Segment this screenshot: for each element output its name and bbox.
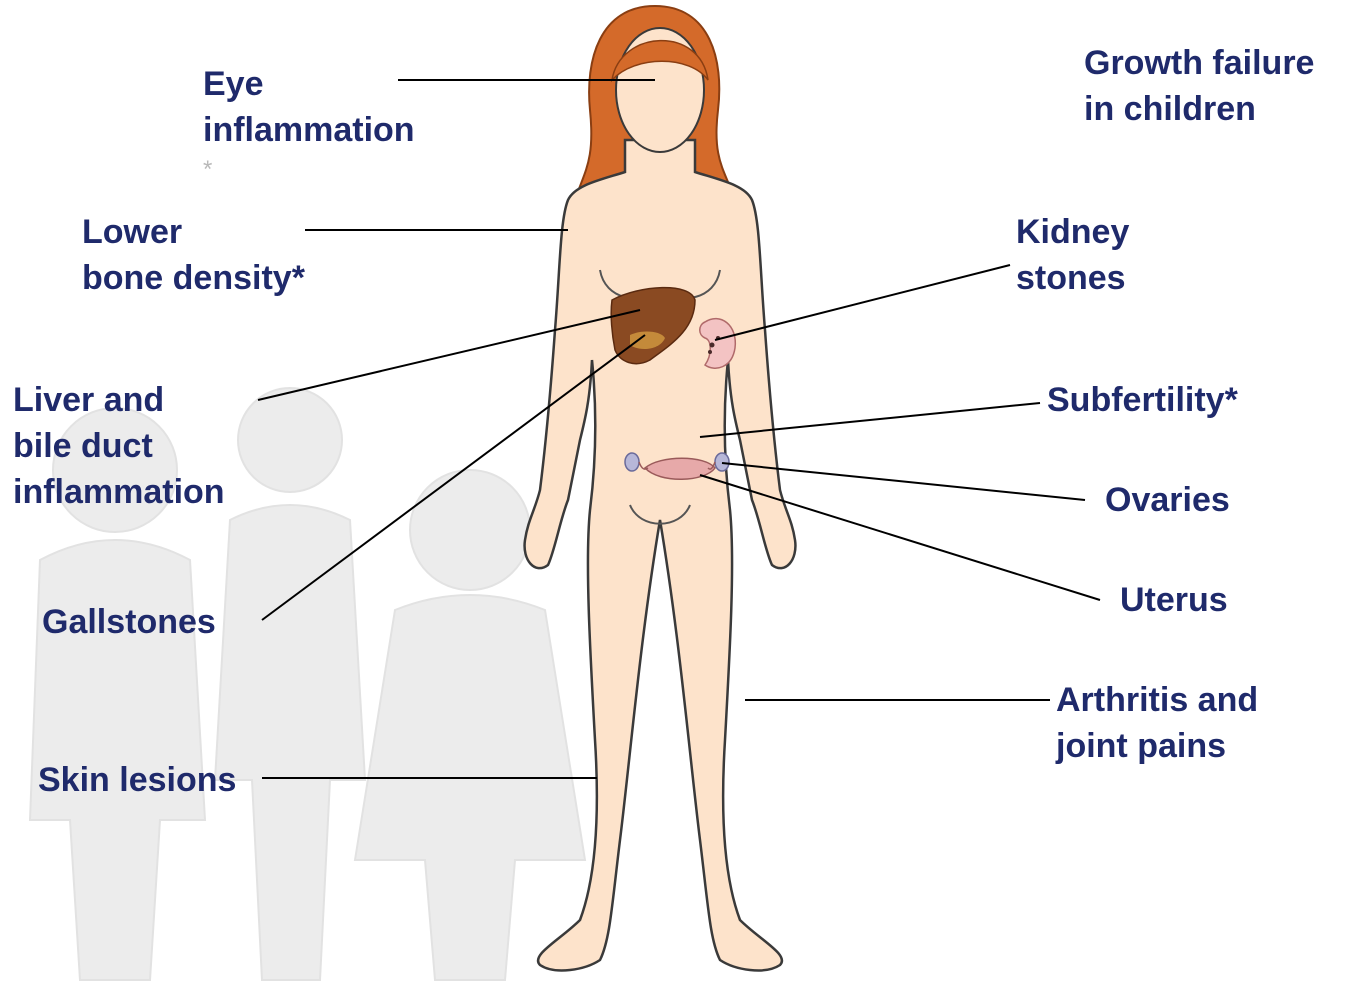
uterus-leader-line (700, 475, 1100, 600)
eye-label-asterisk: * (203, 154, 415, 186)
growth-failure-label: Growth failure in children (1084, 41, 1314, 133)
growth-label-line2: in children (1084, 87, 1314, 133)
subfertility-leader-line (700, 403, 1040, 437)
arthritis-label: Arthritis and joint pains (1056, 678, 1258, 770)
kidney-label-line2: stones (1016, 256, 1129, 302)
skin-lesions-label: Skin lesions (38, 758, 236, 804)
bone-label-line2: bone density* (82, 256, 305, 302)
eye-label-line2: inflammation (203, 111, 415, 149)
eye-label-line1: Eye (203, 62, 415, 108)
subfertility-label-line1: Subfertility* (1047, 378, 1238, 424)
liver-label-line1: Liver and (13, 378, 225, 424)
arthritis-label-line1: Arthritis and (1056, 678, 1258, 724)
ovaries-leader-line (722, 463, 1085, 500)
liver-label-line3: inflammation (13, 470, 225, 516)
kidney-label-line1: Kidney (1016, 210, 1129, 256)
uterus-label-line1: Uterus (1120, 578, 1228, 624)
liver-label-line2: bile duct (13, 424, 225, 470)
kidney-leader-line (715, 265, 1010, 340)
skin-label-line1: Skin lesions (38, 758, 236, 804)
lower-bone-density-label: Lower bone density* (82, 210, 305, 302)
growth-label-line1: Growth failure (1084, 41, 1314, 87)
liver-leader-line (258, 310, 640, 400)
uterus-label: Uterus (1120, 578, 1228, 624)
ovaries-label-line1: Ovaries (1105, 478, 1230, 524)
gallstones-label: Gallstones (42, 600, 216, 646)
ovaries-label: Ovaries (1105, 478, 1230, 524)
bone-label-line1: Lower (82, 210, 305, 256)
arthritis-label-line2: joint pains (1056, 724, 1258, 770)
eye-inflammation-label: Eye inflammation * (203, 62, 415, 186)
gallstones-label-line1: Gallstones (42, 600, 216, 646)
gallstones-leader-line (262, 335, 645, 620)
kidney-stones-label: Kidney stones (1016, 210, 1129, 302)
liver-bile-duct-label: Liver and bile duct inflammation (13, 378, 225, 516)
subfertility-label: Subfertility* (1047, 378, 1238, 424)
